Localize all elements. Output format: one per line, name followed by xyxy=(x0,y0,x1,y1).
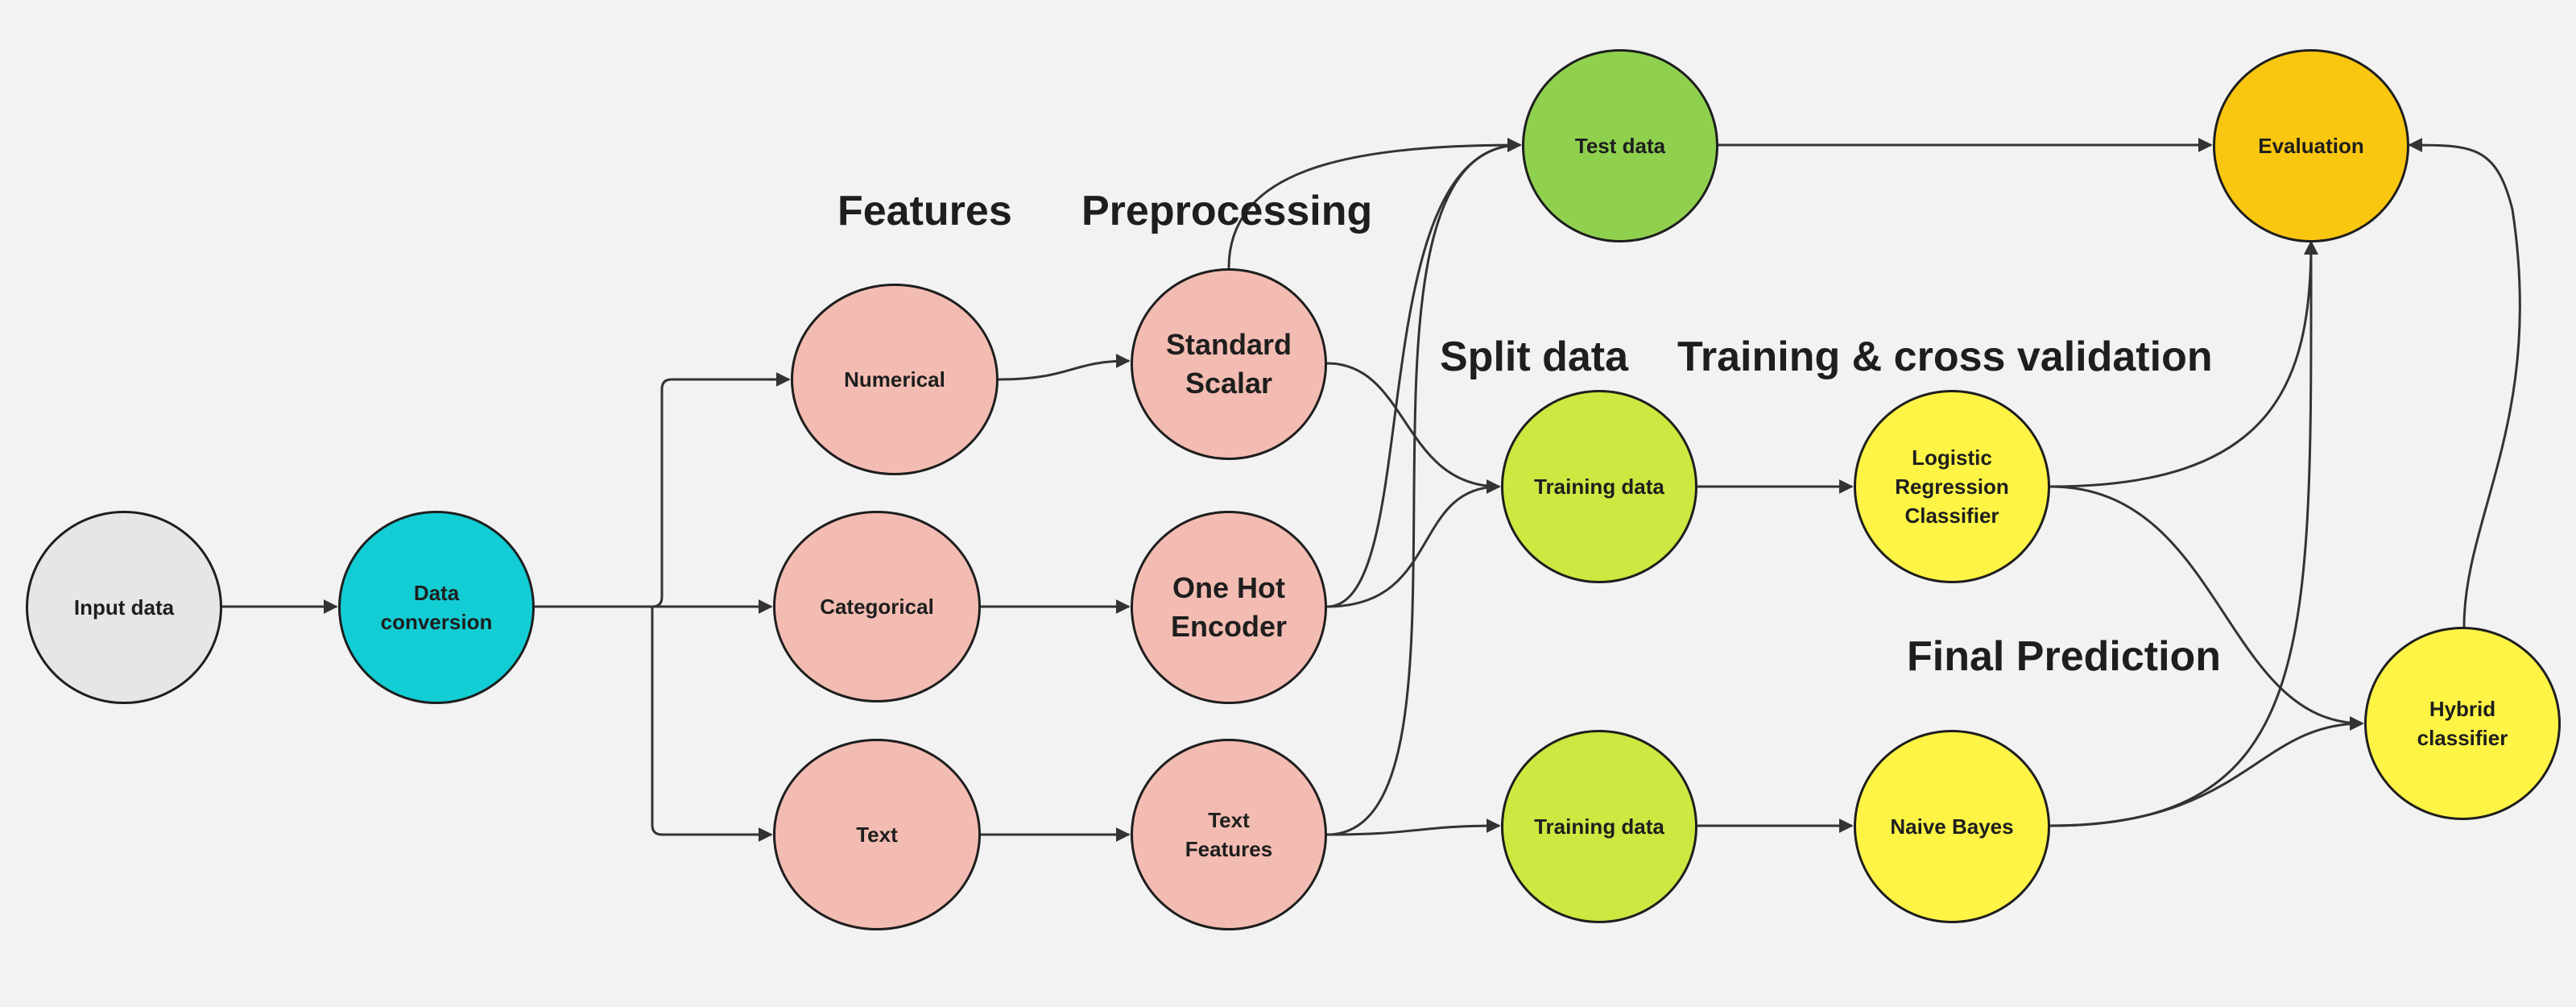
node-naive-bayes[interactable]: Naive Bayes xyxy=(1854,730,2050,923)
edge-conversion-to-numerical xyxy=(535,372,791,608)
node-standard-scalar[interactable]: Standard Scalar xyxy=(1131,268,1327,460)
section-title-features: Features xyxy=(837,188,1012,234)
edge-hybrid-to-evaluation xyxy=(2408,138,2521,628)
node-text-features[interactable]: Text Features xyxy=(1131,739,1327,930)
edge-naivebayes-to-hybrid xyxy=(2049,716,2364,827)
node-data-conversion-label: Data conversion xyxy=(380,581,493,634)
node-training-data-top[interactable]: Training data xyxy=(1501,390,1697,583)
node-naive-bayes-label: Naive Bayes xyxy=(1890,814,2014,839)
edge-textfeatures-to-trainingdata xyxy=(1326,818,1501,836)
edge-scalar-to-testdata xyxy=(1227,138,1522,269)
node-hybrid-classifier-label: Hybrid classifier xyxy=(2417,697,2508,750)
node-evaluation-label: Evaluation xyxy=(2258,134,2364,158)
section-title-final-prediction: Final Prediction xyxy=(1907,633,2222,680)
node-test-data-label: Test data xyxy=(1574,134,1666,158)
node-training-data-top-label: Training data xyxy=(1534,474,1664,499)
edge-logistic-to-hybrid xyxy=(2049,485,2364,731)
node-training-data-bottom[interactable]: Training data xyxy=(1501,730,1697,923)
section-title-training: Training & cross validation xyxy=(1677,334,2213,380)
node-one-hot-encoder-label: One Hot Encoder xyxy=(1170,571,1288,643)
section-title-split-data: Split data xyxy=(1440,334,1629,380)
edge-scalar-to-trainingdata xyxy=(1326,362,1501,494)
node-text[interactable]: Text xyxy=(773,739,981,930)
node-numerical-label: Numerical xyxy=(844,367,945,392)
edge-naivebayes-to-evaluation xyxy=(2049,240,2319,827)
section-title-preprocessing: Preprocessing xyxy=(1081,188,1373,234)
edge-textfeatures-to-testdata xyxy=(1326,138,1522,836)
node-one-hot-encoder[interactable]: One Hot Encoder xyxy=(1131,511,1327,704)
edge-logistic-to-evaluation xyxy=(2049,240,2318,488)
node-categorical-label: Categorical xyxy=(820,595,934,619)
edge-conversion-to-text xyxy=(651,607,773,842)
node-input-data[interactable]: Input data xyxy=(26,511,222,704)
node-logistic-regression[interactable]: Logistic Regression Classifier xyxy=(1854,390,2050,583)
node-training-data-bottom-label: Training data xyxy=(1534,814,1664,839)
node-numerical[interactable]: Numerical xyxy=(791,284,999,475)
node-text-label: Text xyxy=(856,823,898,847)
node-evaluation[interactable]: Evaluation xyxy=(2213,49,2409,242)
node-standard-scalar-label: Standard Scalar xyxy=(1165,328,1292,400)
node-logistic-regression-label: Logistic Regression Classifier xyxy=(1895,445,2009,528)
node-input-data-label: Input data xyxy=(73,595,175,620)
node-categorical[interactable]: Categorical xyxy=(773,511,981,702)
node-text-features-label: Text Features xyxy=(1185,808,1273,861)
node-hybrid-classifier[interactable]: Hybrid classifier xyxy=(2364,627,2561,820)
edge-onehot-to-trainingdata xyxy=(1326,479,1501,608)
edge-numerical-to-scalar xyxy=(998,354,1131,381)
node-test-data[interactable]: Test data xyxy=(1522,49,1718,242)
node-data-conversion[interactable]: Data conversion xyxy=(338,511,535,704)
